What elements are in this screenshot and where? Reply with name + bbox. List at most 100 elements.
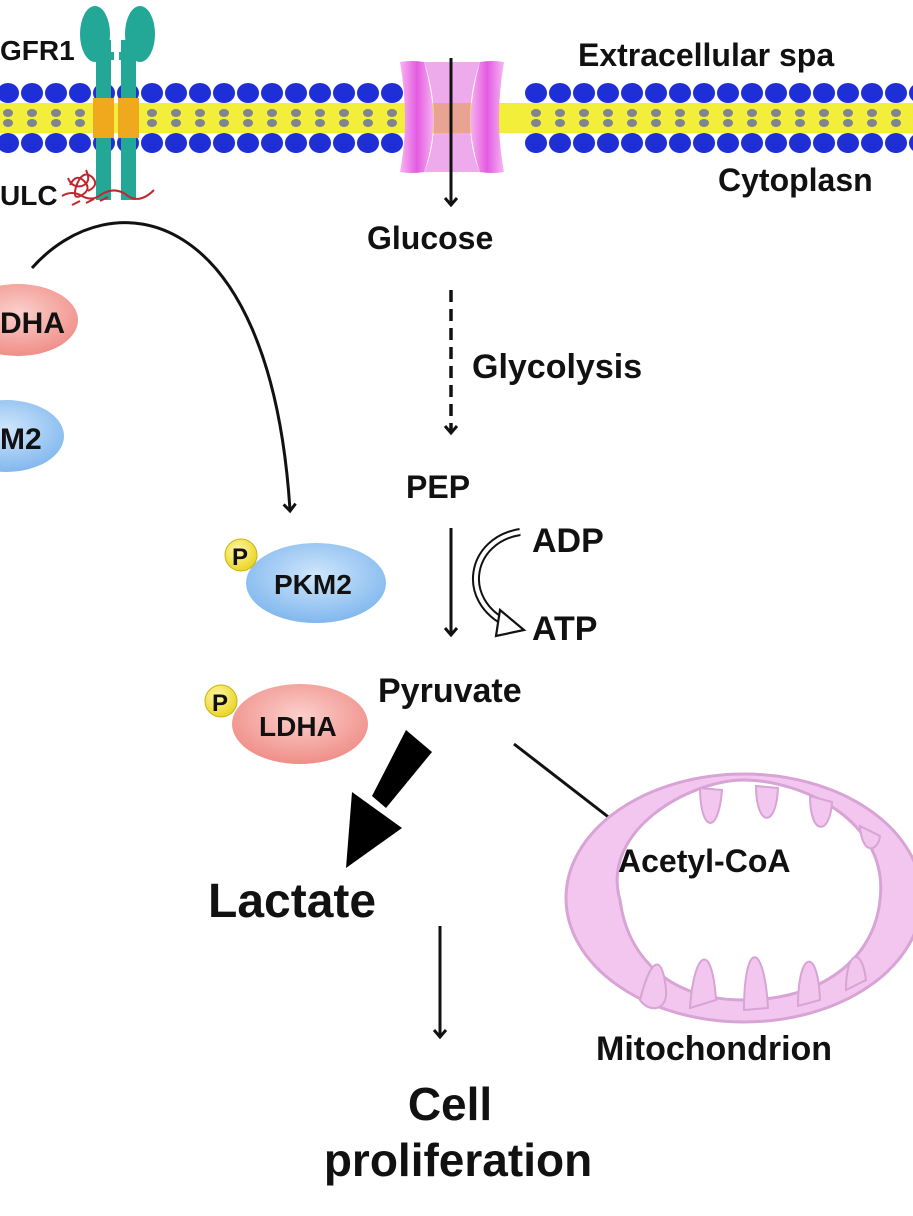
pkm2-phospho-label: P — [232, 544, 248, 571]
ldha-left-label: DHA — [0, 307, 65, 340]
lipid-tail — [147, 109, 157, 117]
lipid-head — [309, 133, 331, 153]
lipid-tail — [51, 109, 61, 117]
lipid-head — [645, 133, 667, 153]
lipid-tail — [243, 109, 253, 117]
lipid-tail — [771, 119, 781, 127]
lipid-head — [525, 133, 547, 153]
lipid-tail — [723, 119, 733, 127]
lipid-tail — [747, 119, 757, 127]
receptor-label: GFR1 — [0, 35, 75, 66]
lipid-head — [333, 133, 355, 153]
lipid-head — [237, 133, 259, 153]
lipid-tail — [891, 109, 901, 117]
lipid-head — [621, 83, 643, 103]
lipid-head — [309, 83, 331, 103]
lipid-tail — [723, 109, 733, 117]
lipid-tail — [579, 109, 589, 117]
lipid-tail — [603, 119, 613, 127]
lipid-head — [837, 83, 859, 103]
lipid-head — [621, 133, 643, 153]
lipid-head — [357, 83, 379, 103]
ulc-label: ULC — [0, 180, 58, 211]
pyruvate-to-lactate-arrow — [346, 730, 432, 868]
lipid-tail — [339, 119, 349, 127]
lipid-tail — [387, 119, 397, 127]
adp-label: ADP — [532, 522, 604, 560]
lipid-head — [549, 83, 571, 103]
pyruvate-to-acetylcoa-arrow — [513, 742, 620, 826]
lipid-tail — [531, 119, 541, 127]
lipid-head — [693, 133, 715, 153]
lipid-head — [789, 83, 811, 103]
lipid-tail — [579, 119, 589, 127]
lipid-tail — [219, 119, 229, 127]
lipid-tail — [171, 119, 181, 127]
lipid-tail — [27, 109, 37, 117]
lipid-head — [765, 83, 787, 103]
lipid-head — [645, 83, 667, 103]
lipid-tail — [171, 109, 181, 117]
lipid-tail — [651, 109, 661, 117]
lipid-head — [525, 83, 547, 103]
lipid-head — [285, 83, 307, 103]
pyruvate-label: Pyruvate — [378, 672, 522, 710]
lipid-tail — [315, 109, 325, 117]
lipid-head — [813, 133, 835, 153]
lipid-tail — [3, 109, 13, 117]
lipid-head — [837, 133, 859, 153]
lipid-tail — [867, 109, 877, 117]
lipid-head — [885, 133, 907, 153]
ulc-rna-squiggle — [61, 169, 155, 206]
lipid-tail — [531, 109, 541, 117]
pkm2-oval — [246, 543, 386, 623]
ldha-phospho-label: P — [212, 690, 228, 717]
lipid-tail — [747, 109, 757, 117]
lipid-head — [141, 83, 163, 103]
lipid-tail — [219, 109, 229, 117]
mitochondrion-label: Mitochondrion — [596, 1030, 832, 1068]
lipid-tail — [699, 119, 709, 127]
lipid-tail — [843, 119, 853, 127]
lipid-head — [909, 135, 913, 151]
pkm2-label: PKM2 — [274, 569, 352, 600]
extracellular-label: Extracellular spa — [578, 37, 834, 73]
lipid-head — [213, 133, 235, 153]
lipid-tail — [795, 119, 805, 127]
lipid-head — [597, 133, 619, 153]
lipid-head — [813, 83, 835, 103]
lipid-head — [597, 83, 619, 103]
lipid-head — [909, 85, 913, 101]
lipid-head — [141, 133, 163, 153]
lipid-tail — [555, 119, 565, 127]
lipid-head — [333, 83, 355, 103]
lipid-head — [861, 133, 883, 153]
lipid-tail — [51, 119, 61, 127]
lipid-tail — [627, 119, 637, 127]
lipid-tail — [363, 109, 373, 117]
ldha-oval — [232, 684, 368, 764]
pkm2-left-oval — [0, 400, 64, 472]
lipid-tail — [603, 109, 613, 117]
lipid-head — [381, 83, 403, 103]
lipid-head — [717, 83, 739, 103]
lipid-tail — [315, 119, 325, 127]
lipid-tail — [75, 109, 85, 117]
atp-label: ATP — [532, 610, 597, 648]
receptor-to-pkm2-arrow — [30, 221, 290, 510]
lipid-tail — [339, 109, 349, 117]
pkm2-left-label: M2 — [0, 423, 42, 456]
lipid-tail — [3, 119, 13, 127]
pkm2-phospho-circle — [224, 538, 258, 572]
lipid-head — [765, 133, 787, 153]
lipid-head — [789, 133, 811, 153]
lipid-tail — [867, 119, 877, 127]
lipid-tail — [675, 109, 685, 117]
lipid-tail — [795, 109, 805, 117]
lipid-head — [69, 133, 91, 153]
lipid-tail — [651, 119, 661, 127]
lipid-tail — [195, 109, 205, 117]
lipid-head — [693, 83, 715, 103]
lipid-head — [669, 133, 691, 153]
lipid-tail — [771, 109, 781, 117]
